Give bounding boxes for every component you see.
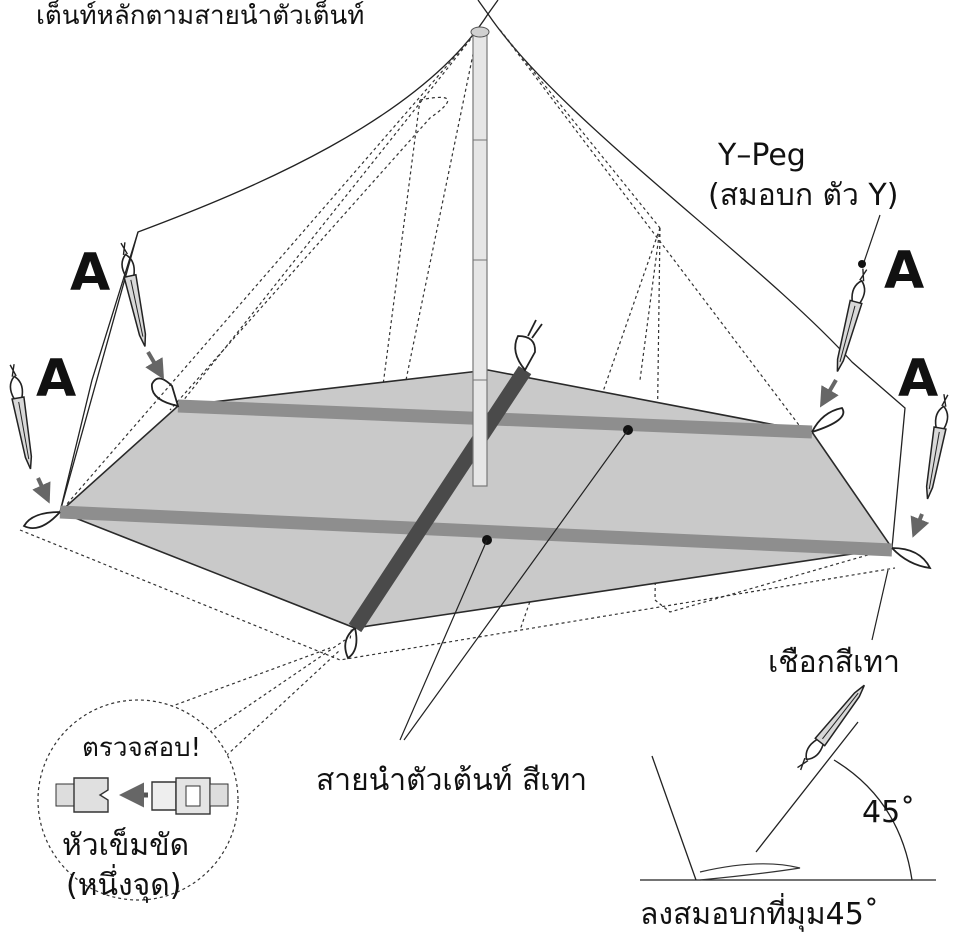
pole-icon xyxy=(470,26,490,487)
angle-value: 45˚ xyxy=(862,795,915,830)
y-peg-dot xyxy=(858,260,866,268)
marker-a-right-upper: A xyxy=(884,241,924,301)
peg-angle-inset: 45˚ ลงสมอบกที่มุม45˚ xyxy=(640,680,936,933)
gray-rope-label: เชือกสีเทา xyxy=(768,645,900,680)
top-title: เต็นท์หลักตามสายนำตัวเต็นท์ xyxy=(36,0,364,31)
marker-a-right-lower: A xyxy=(898,349,938,409)
guide-strap-diagonal xyxy=(348,365,532,633)
marker-a-left-upper: A xyxy=(70,243,110,303)
guide-strap-label: สายนำตัวเต้นท์ สีเทา xyxy=(316,763,587,798)
marker-a-left-lower: A xyxy=(36,349,76,409)
gray-rope-leader xyxy=(871,569,889,641)
guide-strap-front xyxy=(59,505,893,557)
buckle-inset: ตรวจสอบ! หัวเข็มขัด (หนึ่งจุด) xyxy=(37,699,239,904)
check-label: ตรวจสอบ! xyxy=(82,733,201,763)
y-peg-label: Y–Peg xyxy=(717,138,806,173)
arrow-icon xyxy=(32,350,930,538)
angle-caption: ลงสมอบกที่มุม45˚ xyxy=(640,893,879,933)
strap-leader-1 xyxy=(403,429,629,741)
y-peg-leader xyxy=(863,214,881,263)
buckle-male-icon xyxy=(151,777,229,815)
y-peg-sublabel: (สมอบก ตัว Y) xyxy=(708,178,898,213)
loop-icon xyxy=(22,319,932,660)
strap-leader-2 xyxy=(399,539,488,741)
buckle-female-icon xyxy=(55,777,109,813)
buckle-sublabel: (หนึ่งจุด) xyxy=(66,864,181,904)
buckle-label: หัวเข็มขัด xyxy=(62,826,189,863)
